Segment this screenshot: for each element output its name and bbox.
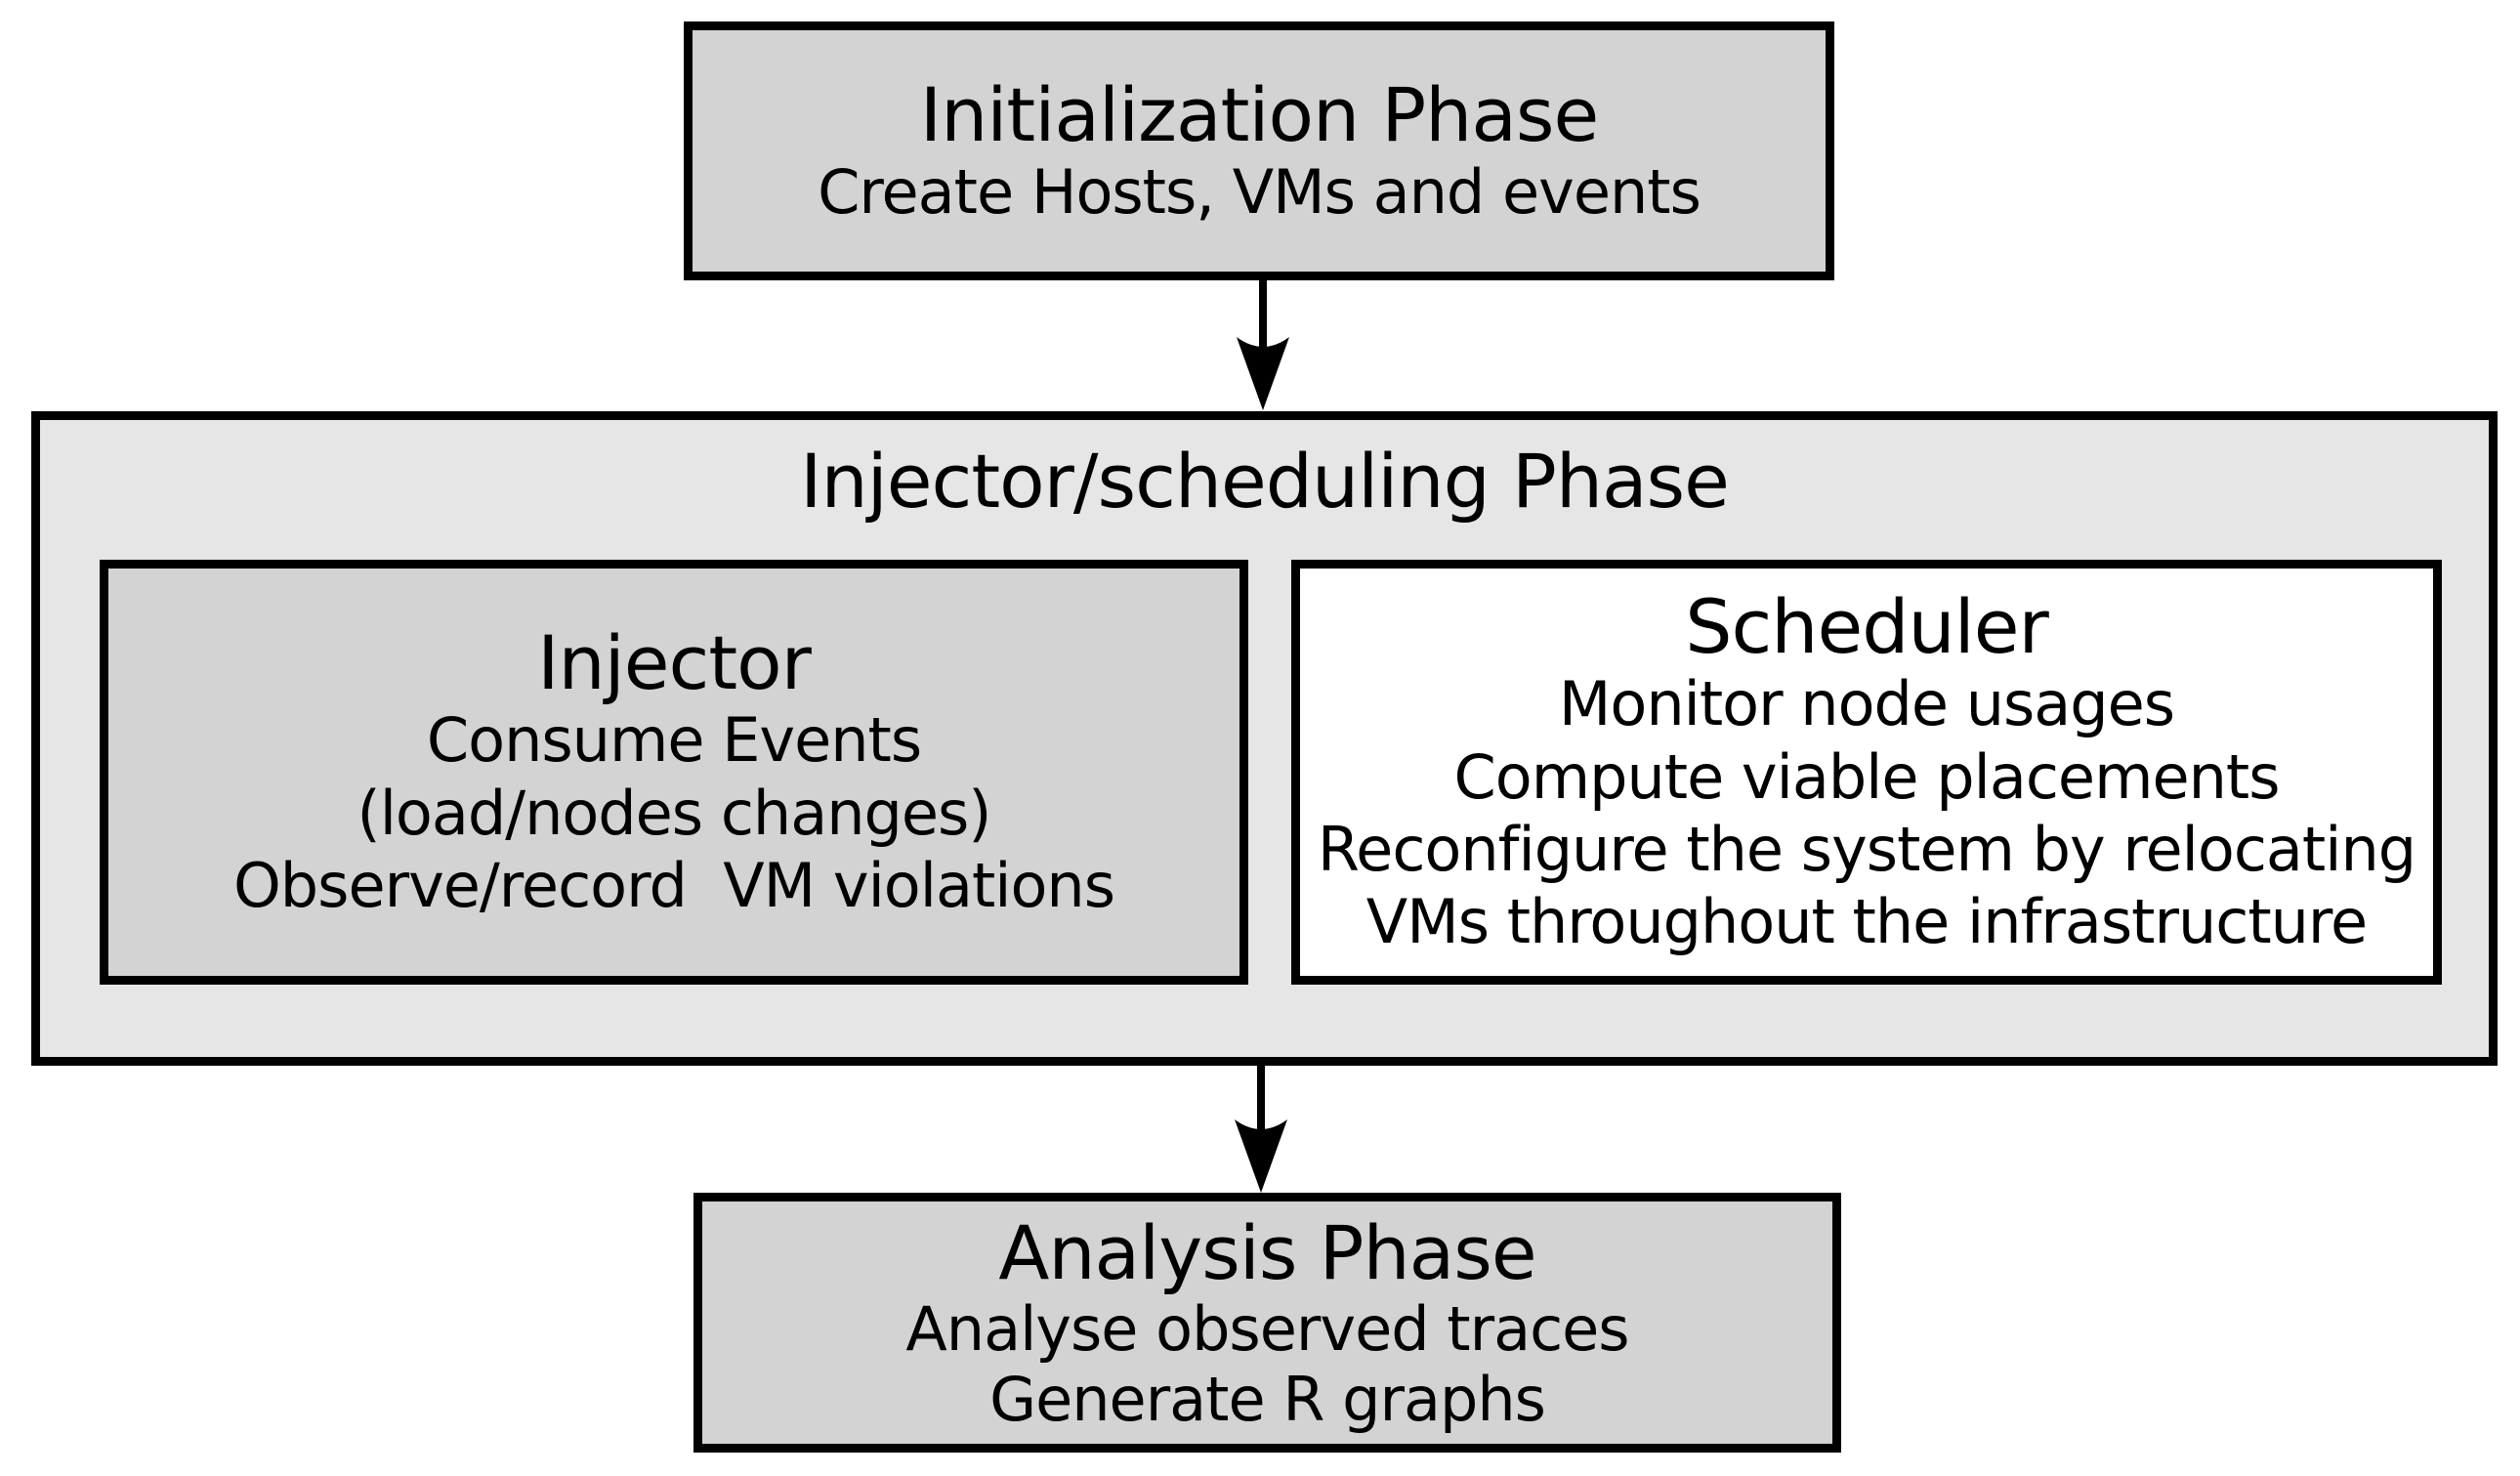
analysis-phase-line-1: Analyse observed traces	[905, 1292, 1629, 1365]
flow-arrow-init-to-scheduling	[1224, 280, 1302, 412]
arrow-down-icon	[1237, 280, 1289, 410]
initialization-phase-description: Create Hosts, VMs and events	[818, 155, 1701, 228]
injector-line-3: Observe/record VM violations	[232, 850, 1115, 922]
scheduler-box: Scheduler Monitor node usages Compute vi…	[1291, 560, 2442, 985]
scheduler-line-3: Reconfigure the system by relocating	[1317, 814, 2416, 886]
scheduler-title: Scheduler	[1685, 583, 2048, 671]
analysis-phase-title: Analysis Phase	[998, 1208, 1536, 1296]
scheduler-line-2: Compute viable placements	[1453, 740, 2280, 813]
injector-box: Injector Consume Events (load/nodes chan…	[100, 560, 1248, 985]
analysis-phase-line-2: Generate R graphs	[989, 1363, 1546, 1435]
injector-line-2: (load/nodes changes)	[357, 777, 992, 849]
injector-line-1: Consume Events	[426, 704, 922, 777]
initialization-phase-title: Initialization Phase	[919, 70, 1600, 158]
scheduler-line-1: Monitor node usages	[1558, 668, 2175, 740]
initialization-phase-box: Initialization Phase Create Hosts, VMs a…	[684, 21, 1834, 280]
arrow-down-icon	[1235, 1065, 1287, 1193]
injector-scheduling-phase-box: Injector/scheduling Phase Injector Consu…	[31, 411, 2498, 1066]
analysis-phase-box: Analysis Phase Analyse observed traces G…	[693, 1193, 1841, 1453]
injector-title: Injector	[537, 619, 812, 707]
scheduler-line-4: VMs throughout the infrastructure	[1365, 886, 2368, 958]
flow-arrow-scheduling-to-analysis	[1222, 1065, 1300, 1195]
injector-scheduling-phase-title: Injector/scheduling Phase	[800, 438, 1730, 525]
